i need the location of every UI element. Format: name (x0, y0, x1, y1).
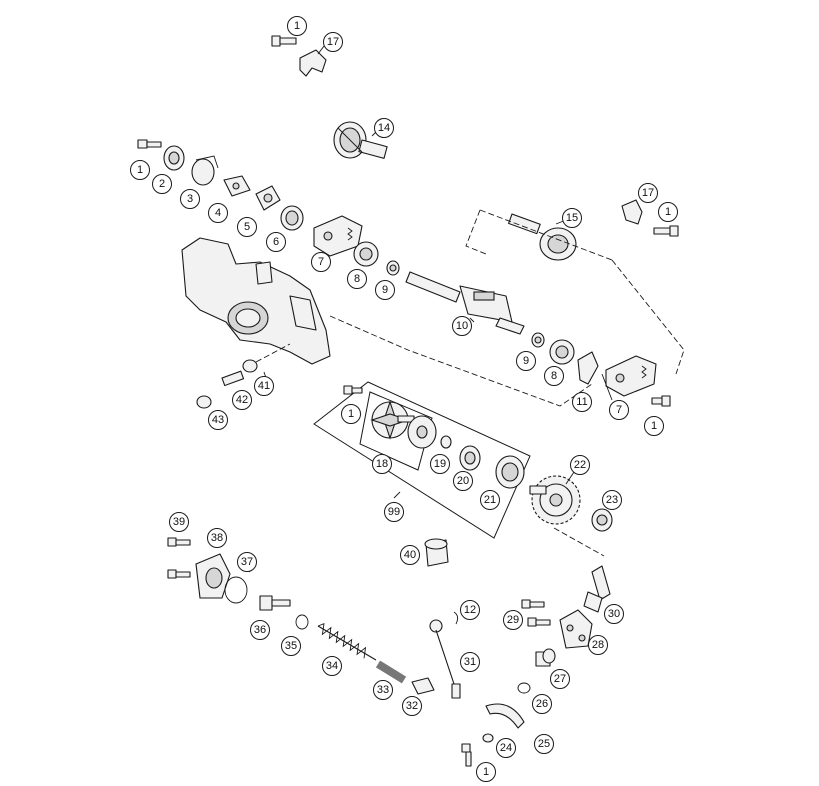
part-washer-9-left (386, 260, 400, 276)
part-bearing-8-right (549, 339, 575, 365)
part-clip-17-right (621, 199, 643, 225)
part-bushing-2 (163, 145, 185, 171)
part-cover-38 (195, 553, 231, 599)
part-bearing-21 (495, 455, 525, 489)
part-nut-43 (196, 395, 212, 409)
part-crankcase (181, 237, 331, 365)
part-spring-34 (317, 622, 377, 661)
part-bolt-1-pump (343, 385, 363, 395)
part-bolt-1-left (137, 139, 162, 149)
part-plug-36 (259, 595, 291, 611)
part-gear-plate-18b (407, 415, 437, 449)
part-shift-plate-7-right (605, 355, 657, 397)
part-washer-5 (255, 185, 281, 211)
part-bolt-top (271, 35, 297, 47)
part-gear-22 (529, 475, 581, 525)
part-washer-19 (440, 435, 452, 449)
part-cap-40 (424, 538, 449, 567)
part-washer-24 (482, 733, 494, 743)
part-impeller-18 (370, 400, 415, 440)
part-bolt-1-bottom (461, 743, 472, 767)
part-washer-9-right (531, 332, 545, 348)
part-shift-shaft-14 (333, 121, 388, 159)
part-bushing-27 (535, 648, 556, 667)
part-lever-11 (577, 351, 599, 385)
part-shift-drum-15 (508, 213, 577, 261)
part-washer-41 (242, 343, 291, 373)
part-bolts-39 (167, 537, 191, 579)
water-pump-kit-frame (313, 381, 531, 539)
part-bolt-1-right (653, 225, 679, 237)
part-washer-35 (295, 614, 309, 630)
part-shift-shaft-10 (405, 271, 525, 335)
part-seal-20 (459, 445, 481, 471)
part-bearing-23 (591, 508, 613, 532)
part-collar-3 (191, 155, 219, 186)
part-bushing-6 (280, 205, 304, 231)
part-plug-32 (411, 677, 435, 695)
part-pipe-30 (583, 565, 611, 613)
part-bolt-1-right-lower (651, 395, 671, 407)
part-lever-25 (485, 703, 525, 729)
part-shift-plate-7-left (313, 215, 363, 257)
part-housing-28 (559, 609, 593, 649)
part-bolts-29 (521, 599, 551, 627)
part-spring-33 (375, 660, 407, 684)
part-clip-17-top (299, 49, 327, 77)
part-o-ring-37 (224, 576, 248, 604)
part-bearing-8-left (353, 241, 379, 267)
part-plate-4 (223, 175, 251, 197)
part-ring-26 (517, 682, 531, 694)
part-pin-12 (453, 611, 459, 625)
part-pin-42 (221, 370, 245, 387)
part-push-rod-31 (429, 619, 461, 699)
